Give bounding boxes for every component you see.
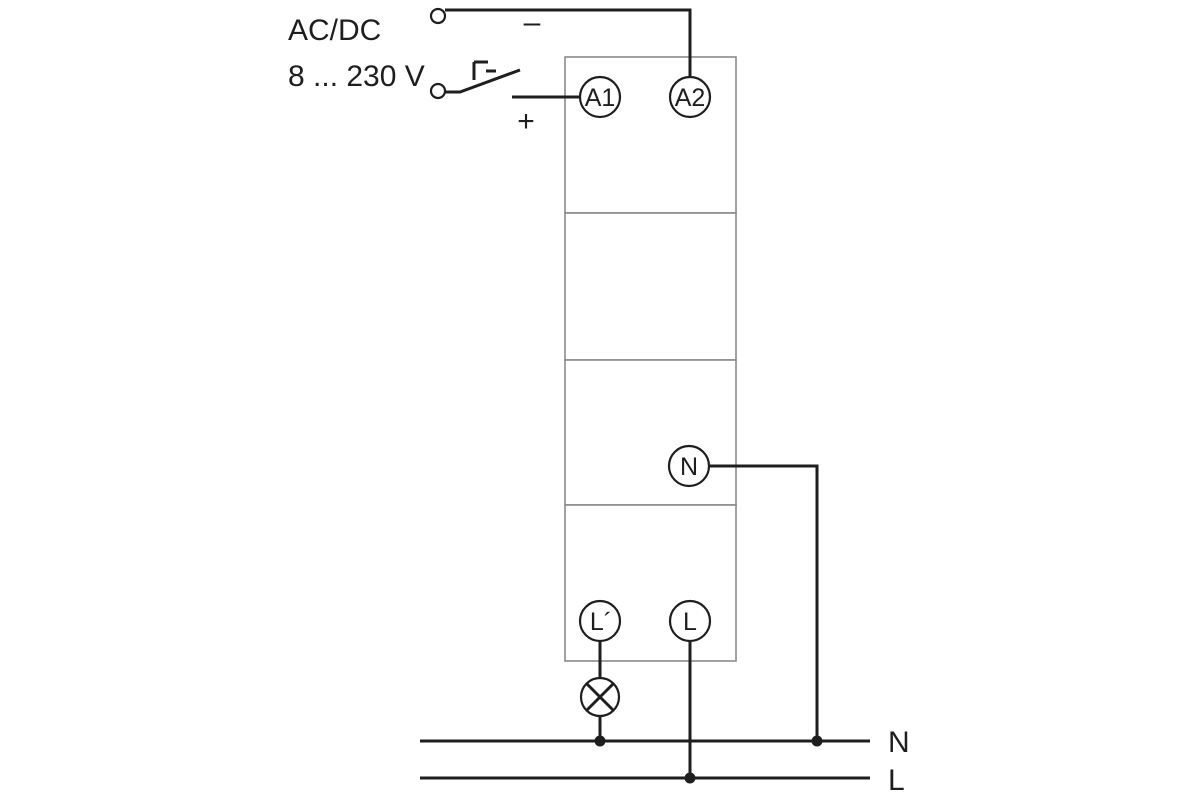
terminal-l-in-label: L	[683, 608, 697, 636]
pushbutton-lever	[445, 68, 521, 94]
pushbutton-actuator	[472, 60, 496, 80]
lamp-icon	[579, 676, 621, 718]
control-wiring	[429, 7, 692, 100]
minus-sign-label: –	[524, 6, 541, 39]
supply-type-label: AC/DC	[288, 14, 381, 47]
supply-terminal-minus	[429, 7, 447, 25]
terminal-a1-label: A1	[585, 84, 616, 112]
terminal-l-out-label: L´	[590, 608, 612, 636]
l-bus-label: L	[888, 764, 905, 797]
junction-dot-n	[811, 735, 823, 747]
n-bus-label: N	[888, 726, 910, 759]
bus-lines	[420, 735, 870, 784]
minus-wire	[445, 8, 692, 78]
terminal-a1: A1	[578, 75, 622, 119]
n-terminal-wire	[709, 464, 819, 741]
device-module-upper-middle	[564, 212, 737, 361]
plus-sign-label: +	[517, 105, 535, 138]
terminal-l-out: L´	[578, 599, 622, 643]
terminal-a2-label: A2	[675, 84, 706, 112]
terminal-n: N	[667, 444, 711, 488]
supply-voltage-label: 8 ... 230 V	[288, 60, 425, 93]
terminal-l-in: L	[668, 599, 712, 643]
device-housing	[564, 56, 737, 662]
device-module-lower-middle	[564, 359, 737, 506]
junction-dot-lamp-n	[594, 735, 606, 747]
junction-dot-l	[684, 772, 696, 784]
terminal-n-label: N	[680, 453, 698, 481]
supply-terminal-plus	[429, 82, 447, 100]
terminal-a2: A2	[668, 75, 712, 119]
